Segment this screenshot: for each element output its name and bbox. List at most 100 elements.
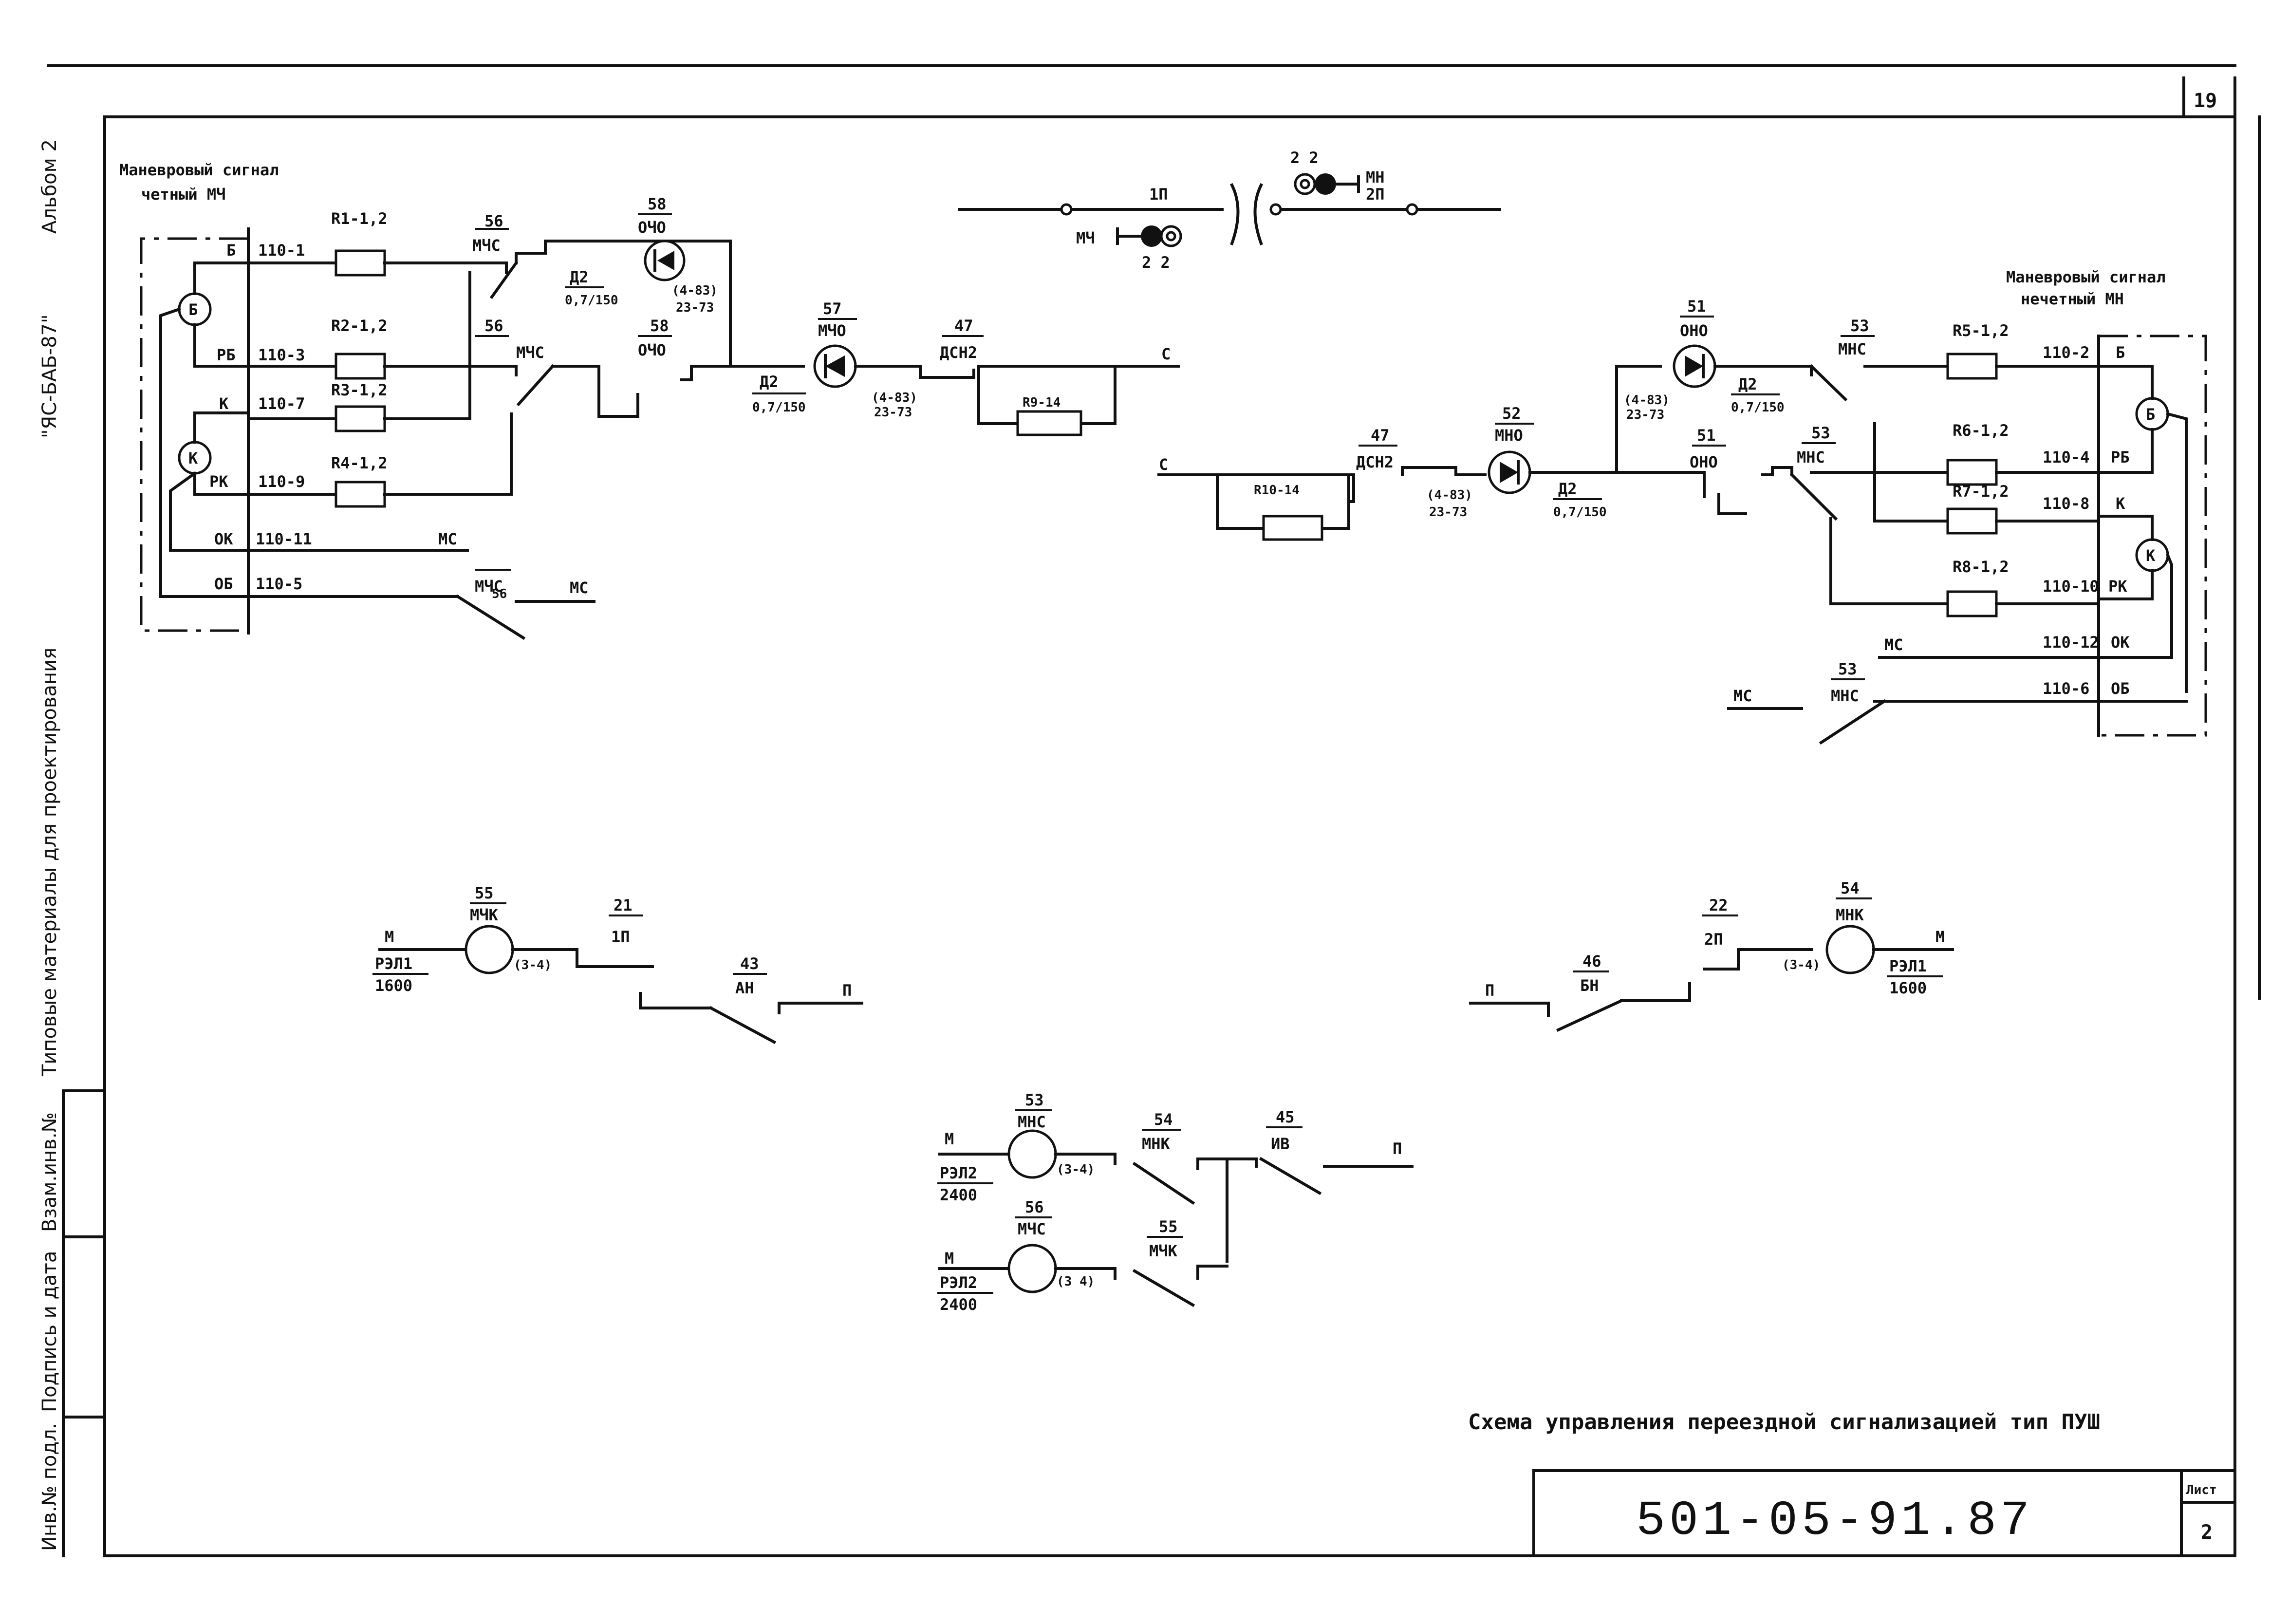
svg-text:R3-1,2: R3-1,2 (331, 381, 388, 399)
svg-text:51: 51 (1697, 426, 1716, 445)
resistor-r4 (335, 481, 386, 508)
svg-text:21: 21 (614, 896, 633, 915)
svg-text:56: 56 (484, 212, 503, 230)
page-number: 19 (2194, 90, 2217, 112)
svg-text:110-1: 110-1 (258, 241, 305, 260)
svg-text:П: П (842, 981, 852, 1000)
svg-text:52: 52 (1502, 404, 1521, 423)
svg-text:45: 45 (1276, 1108, 1295, 1126)
svg-text:М: М (945, 1249, 954, 1268)
svg-text:Д2: Д2 (1738, 375, 1757, 393)
svg-text:46: 46 (1582, 952, 1601, 971)
resistor-r10 (1262, 515, 1323, 541)
svg-text:ДСН2: ДСН2 (940, 343, 977, 362)
svg-text:РЭЛ2: РЭЛ2 (940, 1273, 977, 1292)
track-layout: 1П МЧ 2 2 МН 2П 2 2 (958, 149, 1501, 272)
svg-text:МНО: МНО (1495, 426, 1523, 445)
svg-text:РБ: РБ (2111, 448, 2130, 467)
svg-text:ОБ: ОБ (2111, 679, 2130, 698)
svg-text:R5-1,2: R5-1,2 (1953, 321, 2009, 340)
svg-text:К: К (2116, 494, 2125, 513)
svg-text:1П: 1П (611, 928, 630, 946)
svg-text:(4-83): (4-83) (1624, 393, 1670, 408)
album-label: Альбом 2 (38, 139, 61, 234)
svg-text:ОЧО: ОЧО (638, 341, 666, 359)
svg-text:РЭЛ1: РЭЛ1 (1889, 957, 1927, 975)
resistor-r3 (335, 405, 386, 432)
right-contact-ladder: С R10-14 47 ДСН2 52 МНО (4-83) 23-73 Д2 … (1157, 297, 1875, 541)
relay-mnk-circuit: П 46 БН 22 2П (3-4) 54 МНК М РЭЛ1 1600 (1469, 879, 1954, 1032)
svg-text:56: 56 (492, 587, 507, 601)
resistor-r9 (1016, 410, 1082, 436)
svg-text:110-6: 110-6 (2043, 679, 2089, 698)
svg-text:РБ: РБ (217, 346, 236, 364)
relay-coil-icon (1825, 925, 1875, 974)
svg-text:ОК: ОК (214, 530, 233, 548)
relay-coil-icon (1007, 1244, 1057, 1293)
svg-text:(3-4): (3-4) (1057, 1162, 1095, 1177)
svg-text:БН: БН (1580, 976, 1599, 995)
list-label: Лист (2186, 1483, 2217, 1497)
svg-text:2400: 2400 (940, 1295, 977, 1314)
svg-text:47: 47 (1371, 426, 1390, 445)
svg-text:(4-83): (4-83) (672, 283, 718, 298)
svg-text:РЭЛ2: РЭЛ2 (940, 1164, 977, 1182)
side-box-2: Подпись и дата (38, 1251, 61, 1412)
svg-text:МЧС: МЧС (472, 236, 501, 255)
relay-coil-icon (465, 925, 514, 974)
resistor-r1 (335, 249, 386, 277)
svg-text:МНК: МНК (1836, 906, 1864, 924)
series-code-label: "ЯС-БАБ-87" (38, 314, 61, 438)
svg-text:1600: 1600 (375, 976, 412, 995)
svg-text:110-10: 110-10 (2043, 577, 2099, 596)
svg-text:ОНО: ОНО (1690, 453, 1718, 471)
svg-text:(3 4): (3 4) (1057, 1274, 1095, 1289)
track-section: 1П (1149, 185, 1168, 204)
svg-text:R9-14: R9-14 (1023, 395, 1061, 410)
svg-text:МС: МС (438, 530, 457, 548)
svg-text:ДСН2: ДСН2 (1356, 453, 1394, 471)
svg-text:Д2: Д2 (1558, 480, 1577, 498)
svg-text:22: 22 (1709, 896, 1728, 915)
svg-text:57: 57 (823, 299, 842, 318)
svg-text:110-12: 110-12 (2043, 633, 2099, 652)
svg-text:110-4: 110-4 (2043, 448, 2089, 467)
svg-text:53: 53 (1811, 424, 1830, 442)
svg-text:МЧК: МЧК (1149, 1242, 1178, 1260)
svg-text:МНС: МНС (1838, 340, 1866, 358)
svg-text:МНС: МНС (1018, 1113, 1046, 1131)
svg-text:53: 53 (1025, 1091, 1044, 1109)
svg-text:110-5: 110-5 (256, 575, 302, 593)
svg-text:ИВ: ИВ (1271, 1135, 1290, 1153)
aspect-odd: 2 2 (1290, 149, 1319, 167)
svg-text:МС: МС (570, 579, 589, 597)
document-number: 501-05-91.87 (1636, 1494, 2033, 1549)
left-signal-block: Маневровый сигнал четный МЧ Б К Б 110-1 … (119, 161, 596, 640)
svg-text:53: 53 (1838, 660, 1857, 678)
svg-text:П: П (1393, 1139, 1402, 1158)
svg-text:МЧС: МЧС (516, 343, 544, 362)
svg-text:43: 43 (740, 954, 759, 973)
svg-text:2П: 2П (1704, 930, 1723, 949)
svg-text:23-73: 23-73 (1626, 408, 1664, 422)
left-signal-title-1: Маневровый сигнал (119, 161, 279, 179)
svg-text:0,7/150: 0,7/150 (1731, 400, 1785, 415)
svg-text:56: 56 (484, 317, 503, 335)
left-contact-ladder: 56 МЧС 58 ОЧО Д2 0,7/150 (4-83) 23-73 56… (456, 195, 1180, 436)
svg-text:С: С (1159, 455, 1168, 474)
section-odd-label: 2П (1366, 185, 1385, 204)
svg-text:(4-83): (4-83) (872, 391, 917, 405)
svg-text:РК: РК (209, 472, 228, 491)
svg-text:Б: Б (188, 300, 198, 319)
right-signal-block: Маневровый сигнал нечетный МН Б К Б 110-… (1727, 268, 2207, 745)
svg-text:23-73: 23-73 (1429, 505, 1467, 520)
svg-text:МС: МС (1884, 635, 1903, 654)
svg-text:Б: Б (2146, 405, 2155, 424)
svg-text:МНС: МНС (1831, 687, 1859, 705)
svg-text:Д2: Д2 (570, 268, 589, 286)
svg-text:П: П (1485, 981, 1494, 1000)
svg-text:М: М (945, 1130, 954, 1148)
svg-text:55: 55 (1159, 1217, 1178, 1236)
svg-text:R6-1,2: R6-1,2 (1953, 421, 2009, 440)
